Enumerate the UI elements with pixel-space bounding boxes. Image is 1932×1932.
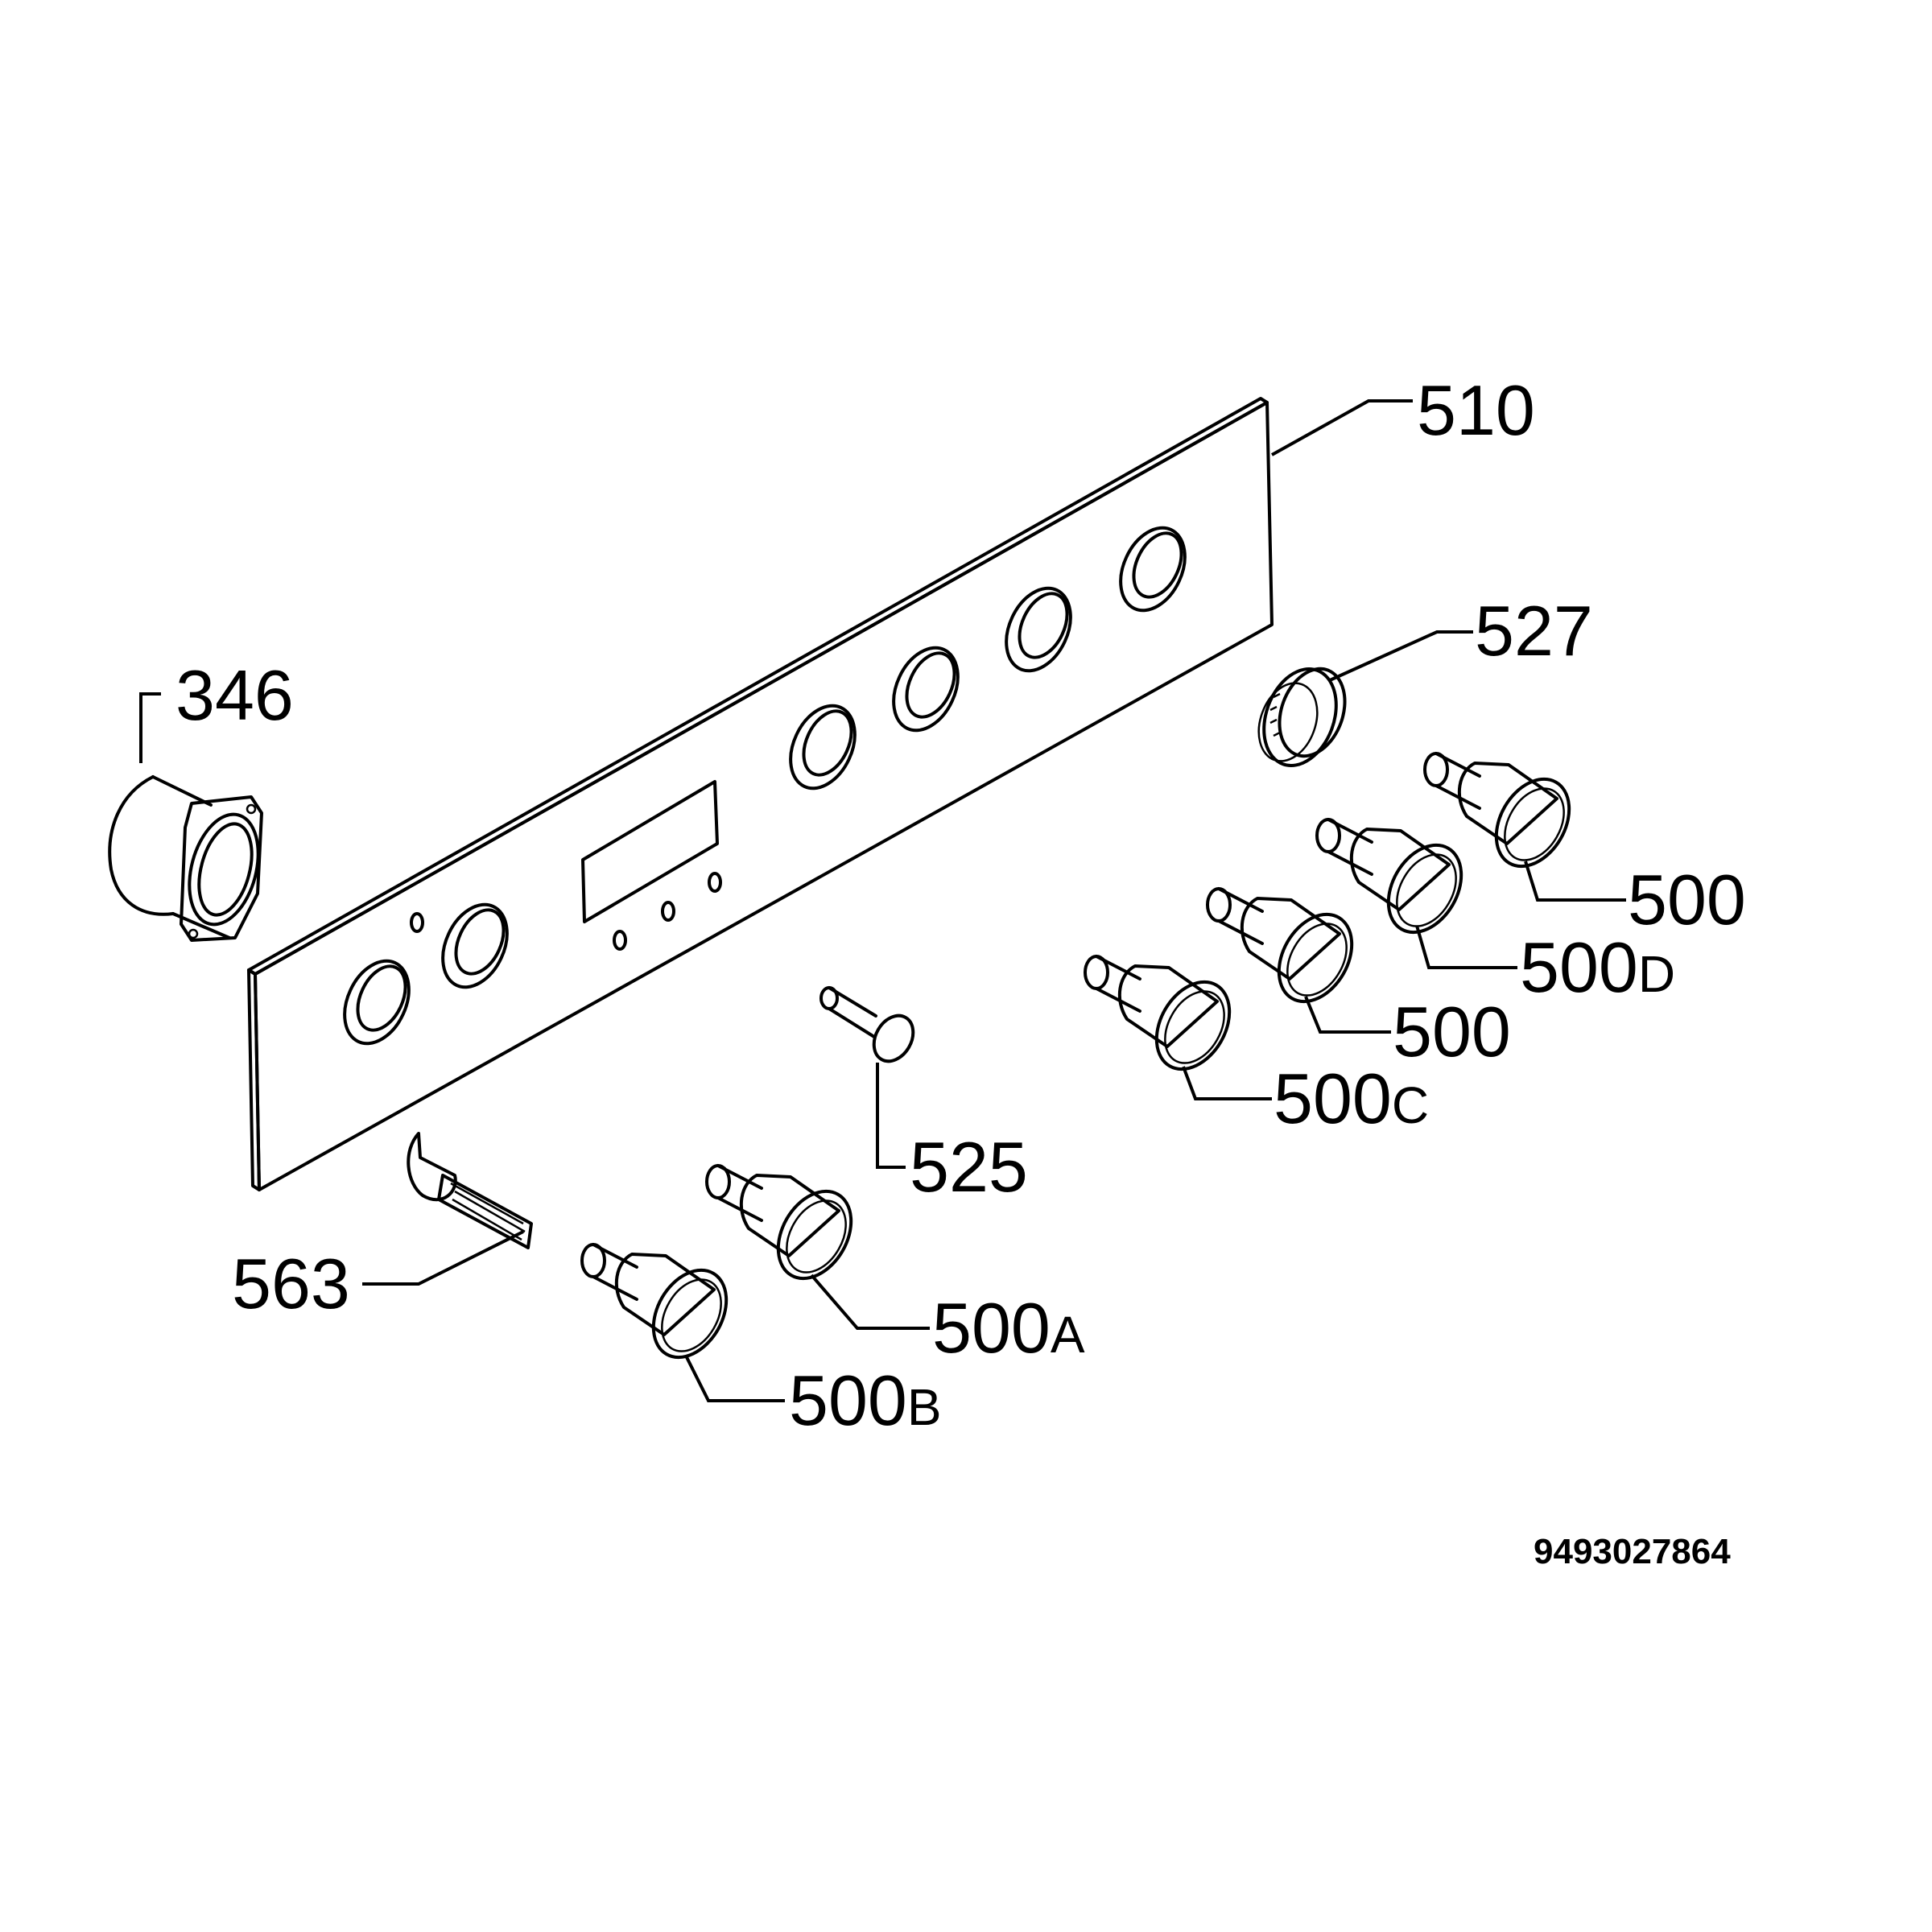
callout-500-middle: 500 — [1393, 992, 1511, 1071]
callout-500a: 500A — [932, 1288, 1085, 1368]
callout-346: 346 — [175, 655, 294, 735]
callout-563: 563 — [232, 1244, 350, 1323]
panel-button-hole — [410, 912, 424, 933]
knob-500a — [705, 1164, 853, 1281]
knob-500c — [1084, 955, 1232, 1071]
part-346-timer-housing — [108, 775, 263, 942]
display-window — [581, 780, 719, 923]
knob-500b — [580, 1243, 729, 1360]
panel-knob-holes — [343, 526, 1187, 1046]
panel-button-hole — [613, 930, 627, 951]
callout-500-top: 500 — [1628, 860, 1746, 939]
callout-500c: 500C — [1274, 1059, 1429, 1138]
control-knobs — [580, 752, 1571, 1360]
part-525-push-button — [819, 986, 915, 1063]
callout-labels: 510 527 346 500 500D 500 500C 525 563 50… — [175, 370, 1746, 1440]
knob-500-middle — [1206, 887, 1354, 1004]
callout-510: 510 — [1417, 370, 1535, 450]
part-527-bezel-ring — [1257, 667, 1347, 768]
knob-500-top — [1423, 752, 1571, 869]
knob-500d — [1315, 818, 1463, 935]
control-panel-510 — [247, 397, 1274, 1191]
callout-500b: 500B — [789, 1360, 942, 1440]
panel-button-hole — [708, 872, 722, 893]
part-563-bracket — [407, 1132, 533, 1249]
leader-lines — [139, 399, 1626, 1402]
panel-button-hole — [661, 901, 675, 922]
document-number: 9493027864 — [1534, 1532, 1731, 1571]
callout-527: 527 — [1475, 591, 1593, 671]
callout-525: 525 — [910, 1127, 1028, 1207]
callout-500d: 500D — [1520, 927, 1675, 1007]
